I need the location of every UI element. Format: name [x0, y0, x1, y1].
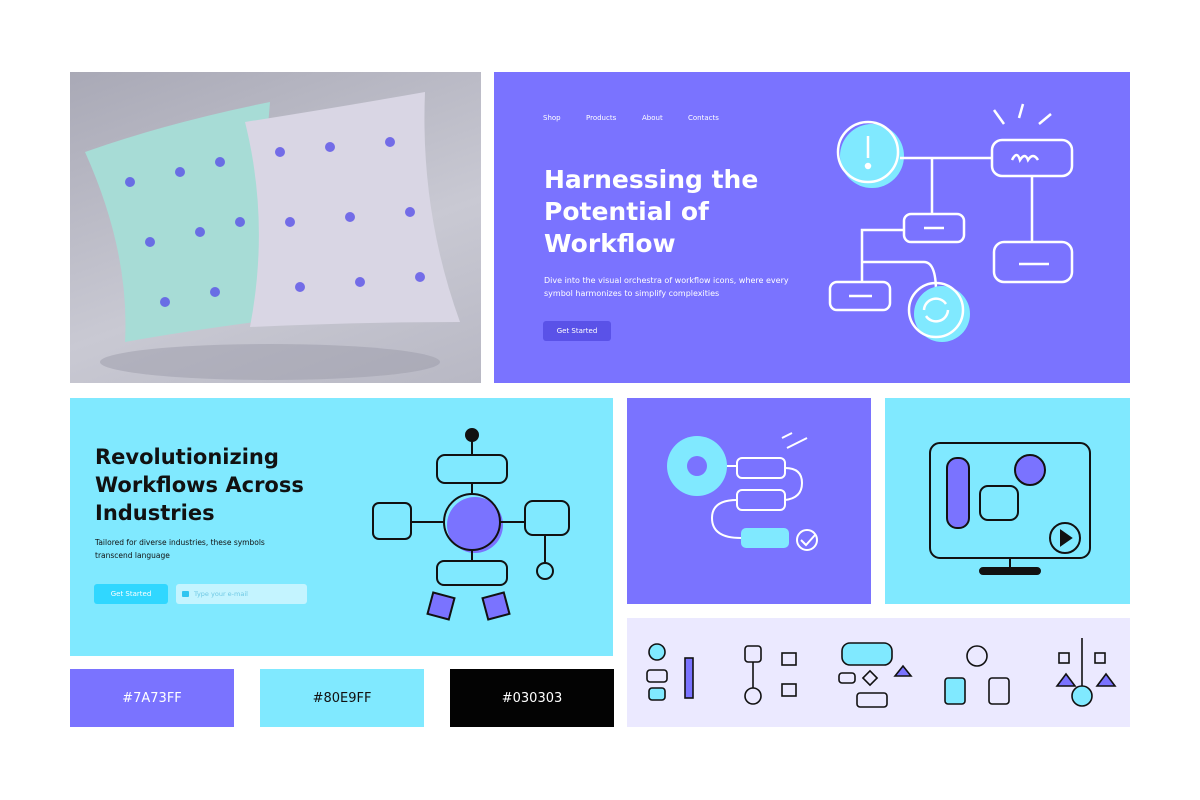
gear-workflow-card — [627, 398, 871, 604]
pillow-mockup-image — [70, 72, 481, 383]
hero-subtitle: Dive into the visual orchestra of workfl… — [544, 276, 789, 298]
nav-about[interactable]: About — [642, 114, 663, 122]
hero-title: Harnessing the Potential of Workflow — [544, 165, 759, 258]
workflow-illustration — [828, 103, 1074, 342]
icon-set-card — [627, 618, 1130, 727]
hierarchy-icon — [1055, 638, 1117, 707]
industries-subtitle: Tailored for diverse industries, these s… — [95, 538, 265, 560]
get-started-button[interactable]: Get Started — [543, 321, 611, 341]
hero-banner: Shop Products About Contacts Harnessing … — [494, 72, 1130, 383]
industries-title: Revolutionizing Workflows Across Industr… — [95, 445, 304, 525]
nav-contacts[interactable]: Contacts — [688, 114, 719, 122]
pillows-illustration — [85, 92, 460, 380]
monitor-illustration — [929, 442, 1091, 575]
swatch-secondary: #80E9FF — [260, 669, 424, 727]
swatch-primary: #7A73FF — [70, 669, 234, 727]
gear-battery-icon — [944, 645, 1010, 705]
mail-icon — [182, 591, 189, 597]
swatch-dark: #030303 — [450, 669, 614, 727]
workflow-icon-row — [646, 638, 1117, 708]
email-input[interactable]: Type your e-mail — [176, 584, 307, 604]
pencil-flow-icon — [646, 643, 694, 701]
nav-products[interactable]: Products — [586, 114, 617, 122]
monitor-card — [885, 398, 1130, 604]
robot-workflow-illustration — [372, 428, 570, 621]
industries-get-started-button[interactable]: Get Started — [94, 584, 168, 604]
decision-flow-icon — [838, 642, 913, 708]
email-placeholder: Type your e-mail — [194, 590, 248, 598]
nav-shop[interactable]: Shop — [543, 114, 561, 122]
lightning-flow-icon — [744, 645, 797, 705]
gear-workflow-illustration — [667, 432, 818, 551]
industries-section: Revolutionizing Workflows Across Industr… — [70, 398, 613, 656]
